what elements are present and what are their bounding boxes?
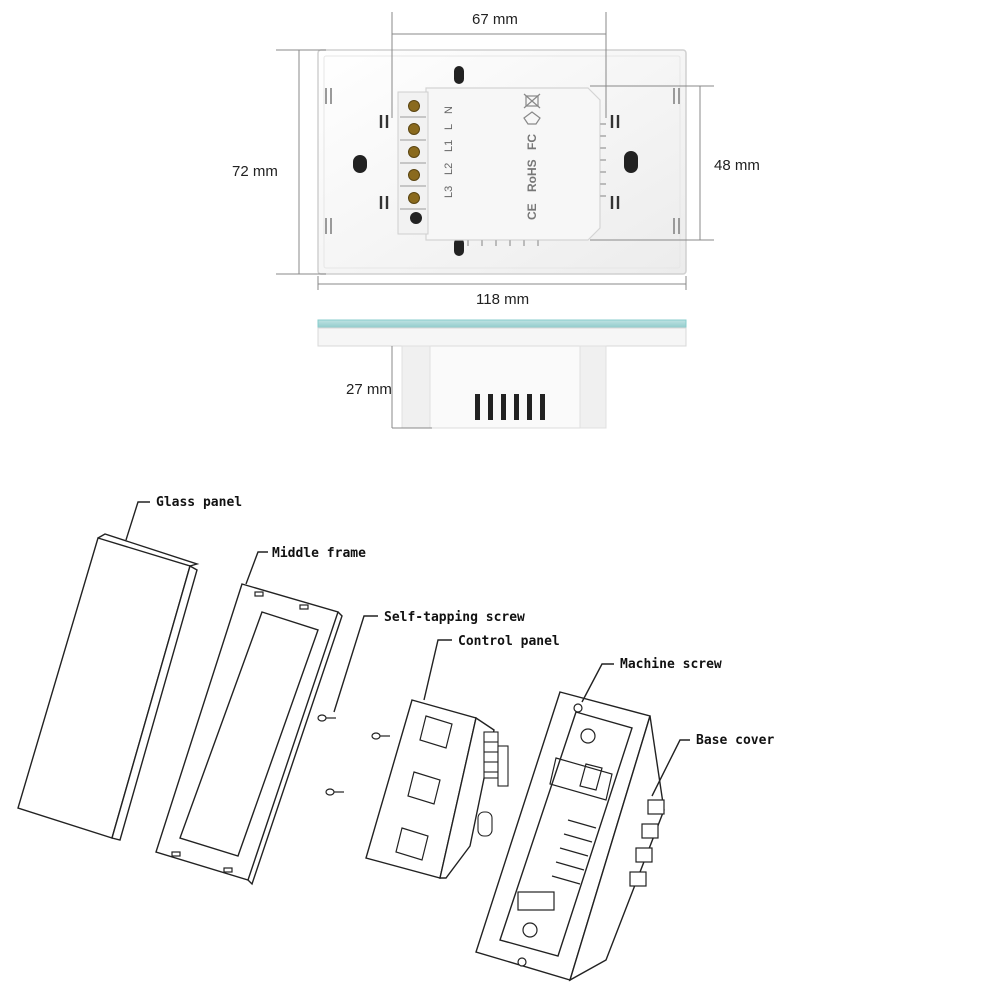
terminal-block bbox=[397, 91, 429, 235]
self-tapping-screws bbox=[317, 714, 390, 796]
cert-fc: FC bbox=[525, 134, 539, 150]
dimension-lines bbox=[276, 12, 714, 290]
terminal-label-l2: L2 bbox=[443, 163, 455, 175]
terminal-label-l3: L3 bbox=[443, 186, 455, 198]
terminal-label-l1: L1 bbox=[443, 140, 455, 152]
dim-67mm: 67 mm bbox=[472, 11, 518, 28]
machine-screw bbox=[573, 703, 583, 713]
terminal-label-n: N bbox=[443, 106, 455, 114]
glass-panel bbox=[17, 533, 200, 841]
terminal-labels: L3 L2 L1 L N bbox=[443, 106, 455, 198]
exploded-view: Glass panel Middle frame Self-tapping sc… bbox=[17, 495, 774, 982]
leader-glass-panel bbox=[125, 501, 150, 541]
label-glass-panel: Glass panel bbox=[156, 495, 242, 510]
back-view: L3 L2 L1 L N CE RoHS FC bbox=[232, 11, 760, 308]
side-vents bbox=[379, 115, 620, 209]
base-cover bbox=[475, 691, 665, 982]
label-middle-frame: Middle frame bbox=[272, 546, 366, 561]
leader-control-panel bbox=[423, 639, 452, 701]
label-control-panel: Control panel bbox=[458, 634, 560, 649]
weee-bin-icon bbox=[523, 93, 541, 109]
control-panel-terminals bbox=[477, 731, 509, 837]
side-view: 27 mm bbox=[317, 319, 687, 429]
dim-118mm: 118 mm bbox=[476, 291, 529, 308]
dim-48mm: 48 mm bbox=[714, 157, 760, 174]
module-housing bbox=[425, 87, 601, 241]
label-base-cover: Base cover bbox=[696, 733, 774, 748]
leader-middle-frame bbox=[245, 551, 268, 585]
terminal-label-l: L bbox=[443, 124, 455, 130]
certification-marks: CE RoHS FC bbox=[523, 93, 541, 220]
label-machine-screw: Machine screw bbox=[620, 657, 722, 672]
middle-frame bbox=[155, 583, 343, 886]
cert-ce: CE bbox=[525, 203, 539, 220]
leader-machine-screw bbox=[581, 663, 614, 703]
leader-base-cover bbox=[651, 739, 690, 797]
glass-edge bbox=[317, 319, 687, 329]
base-cover-fins bbox=[629, 799, 665, 887]
label-self-tapping-screw: Self-tapping screw bbox=[384, 610, 525, 625]
dim-27mm: 27 mm bbox=[346, 381, 392, 398]
frame-edge bbox=[317, 327, 687, 347]
mounting-slots bbox=[353, 66, 638, 256]
recycle-icon bbox=[523, 111, 541, 125]
leader-self-tapping-screw bbox=[333, 615, 378, 713]
side-vents-bottom bbox=[475, 394, 545, 420]
dim-72mm: 72 mm bbox=[232, 163, 278, 180]
corner-clips bbox=[325, 88, 680, 234]
control-panel bbox=[365, 699, 509, 879]
cert-rohs: RoHS bbox=[525, 159, 539, 192]
